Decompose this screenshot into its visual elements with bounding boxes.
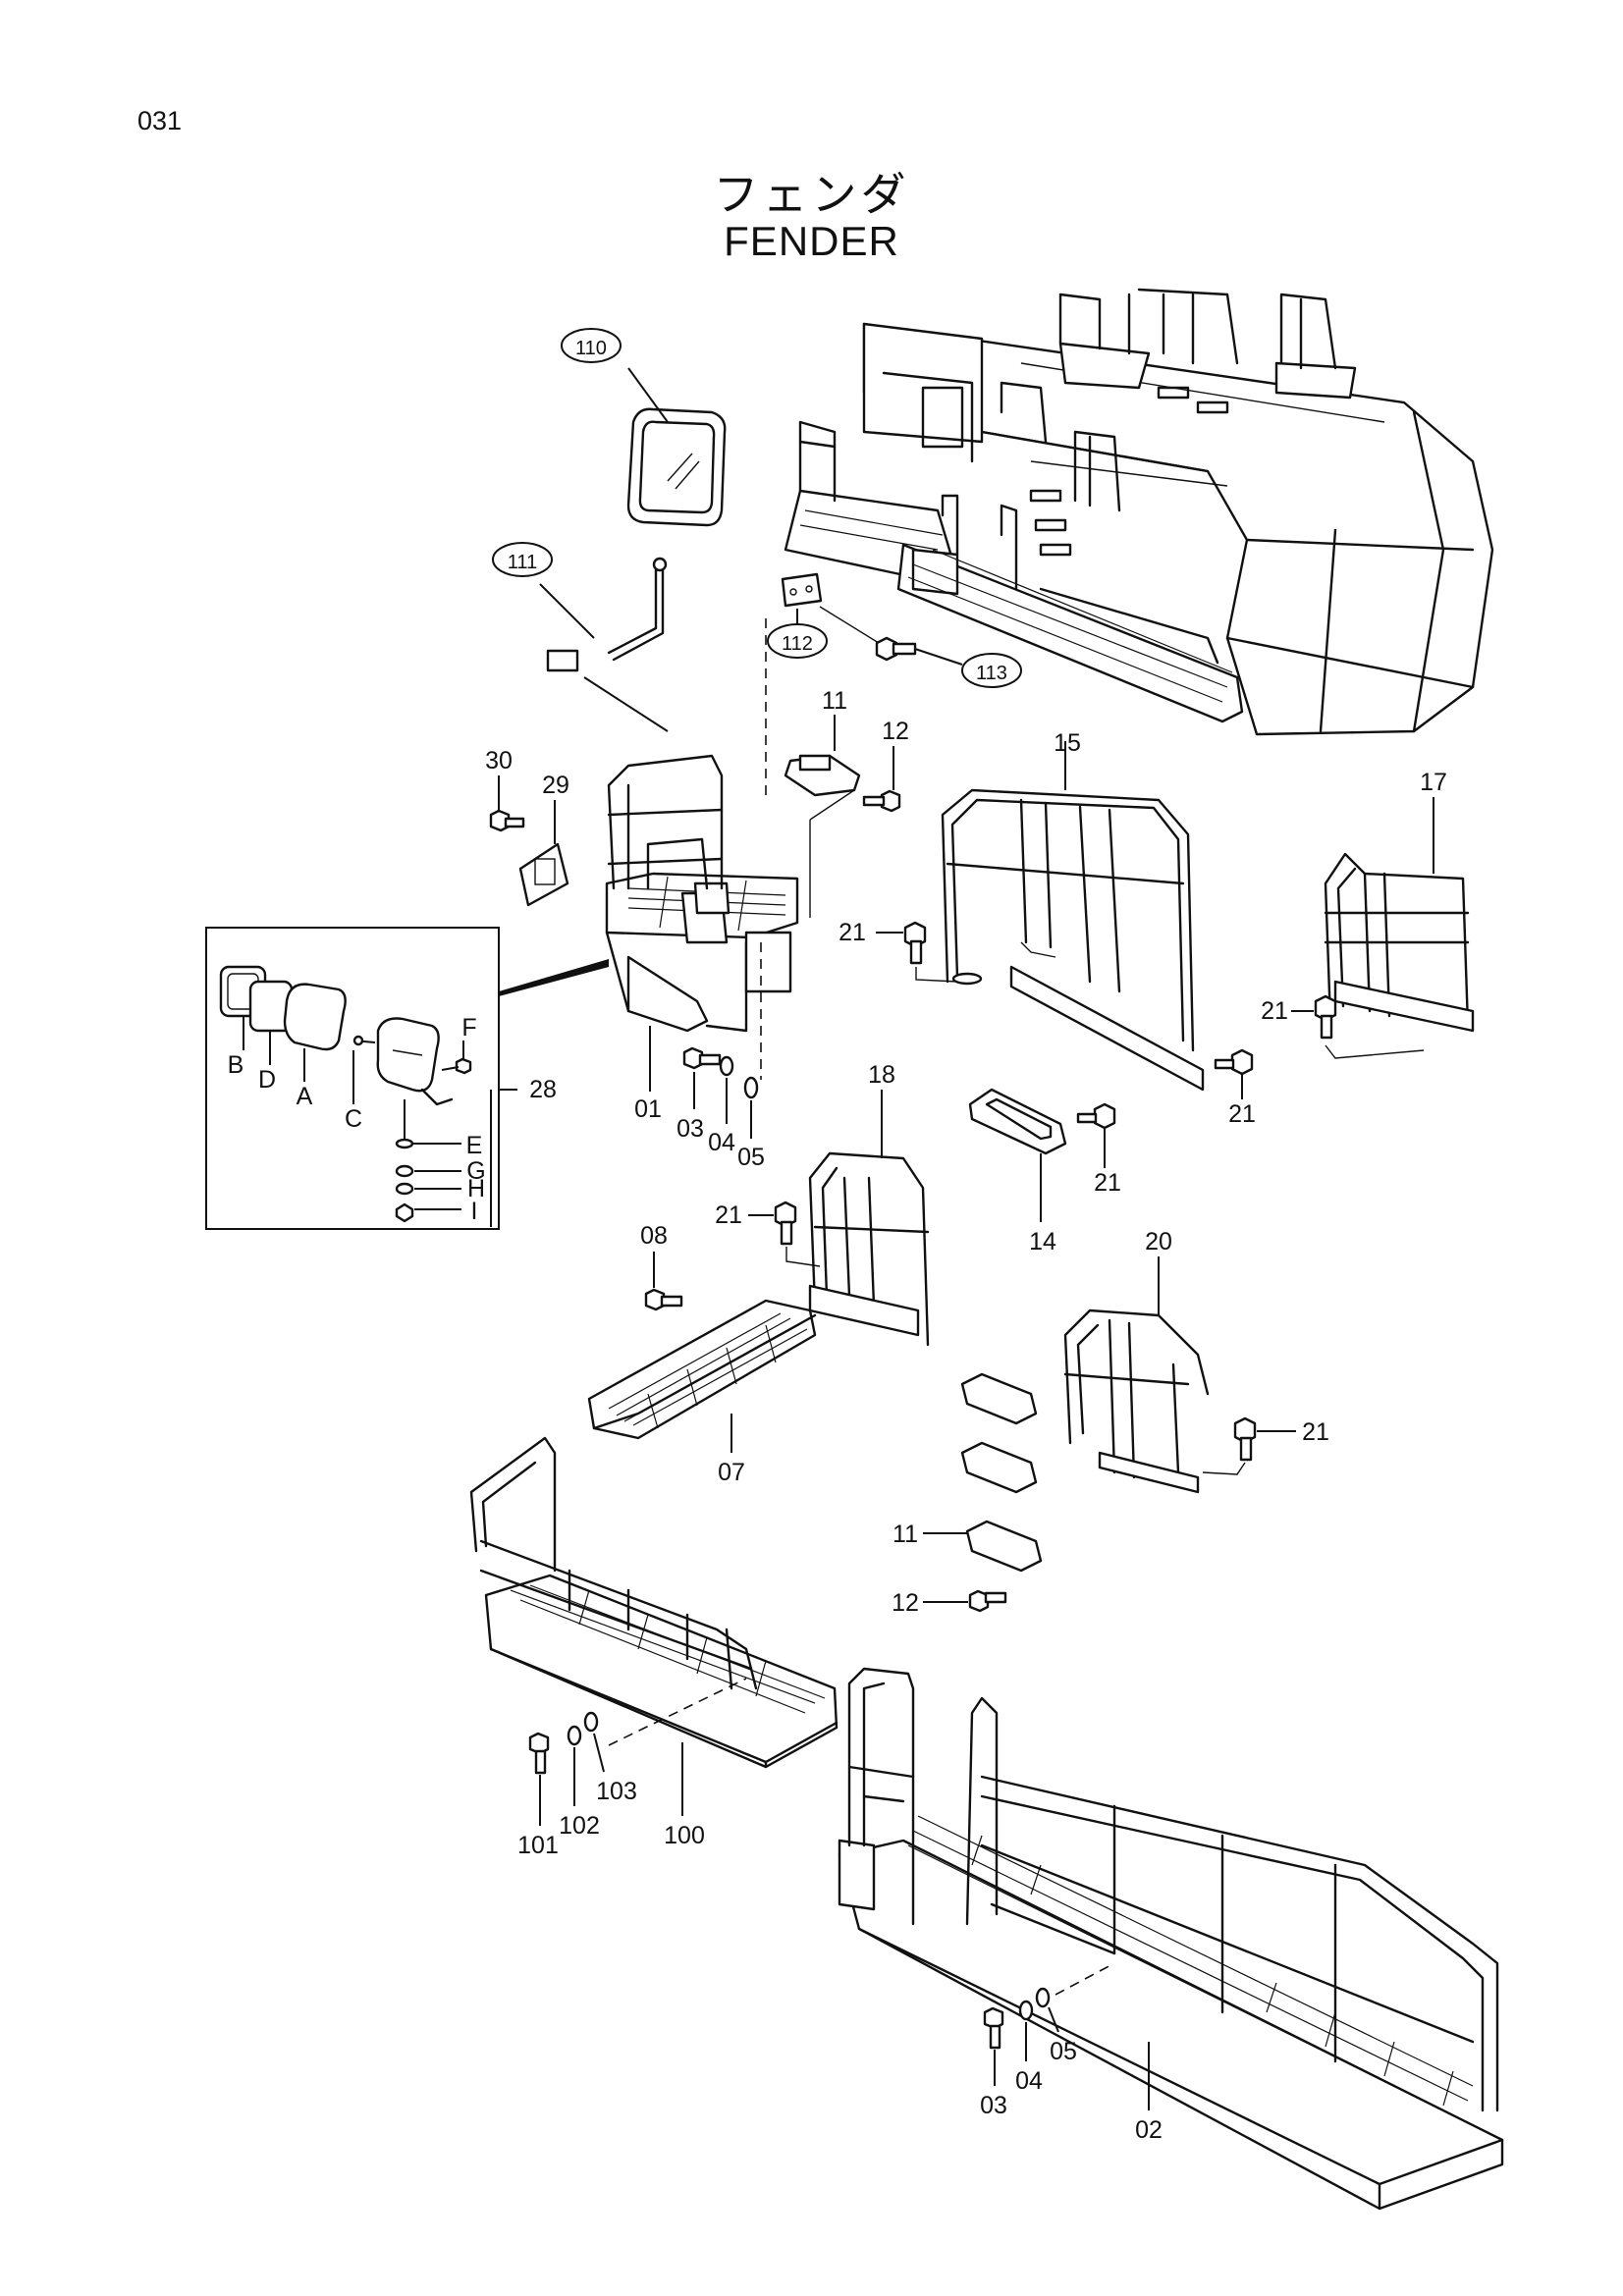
part-11-upper: [784, 715, 901, 918]
callout-03-lower: 03: [980, 2092, 1007, 2119]
walkway-100: [469, 1436, 839, 1816]
callout-111-circle: [492, 542, 553, 577]
bolt-30-plate-29: [489, 775, 569, 907]
walkway-02: [838, 1667, 1504, 2211]
callout-04-lower: 04: [1015, 2067, 1043, 2095]
callout-F: F: [461, 1014, 476, 1041]
fasteners-101-102-103: [528, 1711, 605, 1826]
callout-D: D: [258, 1066, 276, 1094]
callout-08: 08: [640, 1222, 668, 1250]
callout-30: 30: [485, 747, 513, 774]
callout-05-lower: 05: [1050, 2038, 1077, 2065]
callout-21-rail15-left: 21: [839, 919, 866, 946]
fasteners-03-04-05-upper: [649, 1026, 759, 1139]
callout-15: 15: [1054, 729, 1081, 757]
callout-12-upper: 12: [882, 718, 909, 745]
callout-29: 29: [542, 772, 569, 799]
rail-17: [1291, 797, 1475, 1059]
callout-12-lower: 12: [892, 1589, 919, 1617]
callout-02: 02: [1135, 2116, 1163, 2144]
machine-overview: [784, 288, 1494, 736]
callout-21-rail18: 21: [715, 1201, 742, 1229]
callout-21-rail15-right: 21: [1228, 1100, 1256, 1128]
step-box-01: [605, 618, 799, 1080]
callout-21-rail20: 21: [1302, 1418, 1329, 1446]
callout-21-part14: 21: [1094, 1169, 1121, 1197]
mirror-assembly: [539, 367, 963, 732]
callout-112-circle: [767, 623, 828, 659]
fasteners-03-04-05-lower: [983, 1987, 1059, 2086]
callout-07: 07: [718, 1459, 745, 1486]
title-japanese: フェンダ: [713, 168, 910, 221]
callout-11-upper: 11: [822, 687, 847, 715]
callout-103: 103: [596, 1778, 637, 1805]
title-english: FENDER: [724, 218, 899, 264]
callout-E: E: [466, 1132, 483, 1159]
callout-B: B: [228, 1051, 244, 1079]
rail-15: [876, 741, 1254, 1099]
callout-110-circle: [561, 328, 622, 363]
callout-18: 18: [868, 1061, 895, 1089]
callout-100: 100: [664, 1822, 705, 1849]
callout-05-upper: 05: [737, 1144, 765, 1171]
callout-14: 14: [1029, 1228, 1056, 1255]
callout-17: 17: [1420, 769, 1447, 796]
callout-113: 113: [976, 663, 1007, 684]
callout-03-upper: 03: [676, 1115, 704, 1143]
callout-G: G: [466, 1157, 485, 1185]
callout-A: A: [297, 1083, 313, 1110]
callout-101: 101: [517, 1832, 559, 1859]
callout-102: 102: [559, 1812, 600, 1840]
lamp-detail-28: [205, 927, 609, 1230]
callout-21-rail17: 21: [1261, 997, 1288, 1025]
callout-111: 111: [508, 552, 537, 573]
part-14: [968, 1088, 1116, 1222]
callout-11-lower: 11: [893, 1521, 918, 1548]
page-number: 031: [137, 106, 183, 135]
callout-28: 28: [529, 1076, 557, 1103]
callout-04-upper: 04: [708, 1129, 735, 1156]
callout-110: 110: [575, 338, 607, 359]
callout-labels: 110 111 112 113 11 12 15 17 30 29 21 21 …: [228, 328, 1447, 2144]
rail-18: [748, 1090, 930, 1347]
callout-H: H: [467, 1175, 485, 1202]
part-11-lower: [923, 1372, 1043, 1613]
callout-20: 20: [1145, 1228, 1172, 1255]
callout-01: 01: [634, 1095, 662, 1123]
callout-C: C: [345, 1105, 362, 1133]
rail-20: [1063, 1256, 1296, 1494]
step-07-bolt-08: [587, 1252, 817, 1453]
callout-113-circle: [961, 653, 1022, 688]
callout-I: I: [471, 1198, 478, 1225]
callout-112: 112: [782, 633, 813, 655]
